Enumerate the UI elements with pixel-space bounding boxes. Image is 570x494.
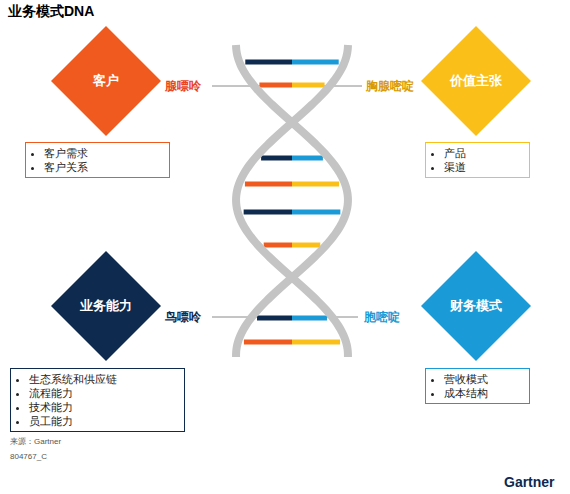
bullet-item: 营收模式 [444,372,521,386]
diamond-fill [51,26,161,136]
base-pair [257,316,292,321]
base-pair [292,340,340,345]
bullet-item: 技术能力 [29,400,176,414]
bullet-item: 客户关系 [44,160,161,174]
bullet-item: 流程能力 [29,386,176,400]
category-diamond: 业务能力 [50,250,162,362]
bullet-list-box: 生态系统和供应链流程能力技术能力员工能力 [10,368,185,432]
dna-strand [236,45,348,357]
source-note: 来源：Gartner [10,436,61,447]
bullet-list: 生态系统和供应链流程能力技术能力员工能力 [17,372,176,428]
base-pair [264,243,292,248]
base-pair [244,340,292,345]
base-pair [259,83,292,88]
diamond-fill [51,251,161,361]
base-pair [292,316,327,321]
bullet-list: 营收模式成本结构 [432,372,521,400]
bullet-item: 生态系统和供应链 [29,372,176,386]
category-name: 价值主张 [450,72,502,90]
base-pair [292,83,325,88]
base-pair [292,243,320,248]
base-label: 腺嘌呤 [165,78,201,95]
bullet-item: 成本结构 [444,386,521,400]
category-name: 财务模式 [450,297,502,315]
base-pair [292,210,340,215]
bullet-item: 员工能力 [29,414,176,428]
document-id: 804767_C [10,452,47,461]
bullet-list-box: 客户需求客户关系 [25,142,170,178]
category-diamond: 价值主张 [420,25,532,137]
base-pair [292,60,339,65]
company-logo: Gartner [504,474,555,490]
bullet-list-box: 产品渠道 [425,142,530,178]
bullet-list: 产品渠道 [432,146,521,174]
diamond-fill [421,251,531,361]
bullet-item: 渠道 [444,160,521,174]
leader-line [212,86,362,87]
bullet-item: 产品 [444,146,521,160]
dna-strand [236,45,348,357]
bullet-item: 客户需求 [44,146,161,160]
base-pair [292,156,323,161]
base-pair [292,182,339,187]
category-diamond: 财务模式 [420,250,532,362]
category-name: 业务能力 [80,297,132,315]
category-diamond: 客户 [50,25,162,137]
diagram-title: 业务模式DNA [8,3,94,21]
category-name: 客户 [93,72,119,90]
base-pair [245,182,292,187]
base-pair [245,60,292,65]
bullet-list-box: 营收模式成本结构 [425,368,530,404]
base-pair [261,156,292,161]
base-label: 鸟嘌呤 [165,309,201,326]
bullet-list: 客户需求客户关系 [32,146,161,174]
diamond-fill [421,26,531,136]
base-label: 胸腺嘧啶 [366,78,414,95]
base-pair [244,210,292,215]
base-label: 胞嘧啶 [364,309,400,326]
